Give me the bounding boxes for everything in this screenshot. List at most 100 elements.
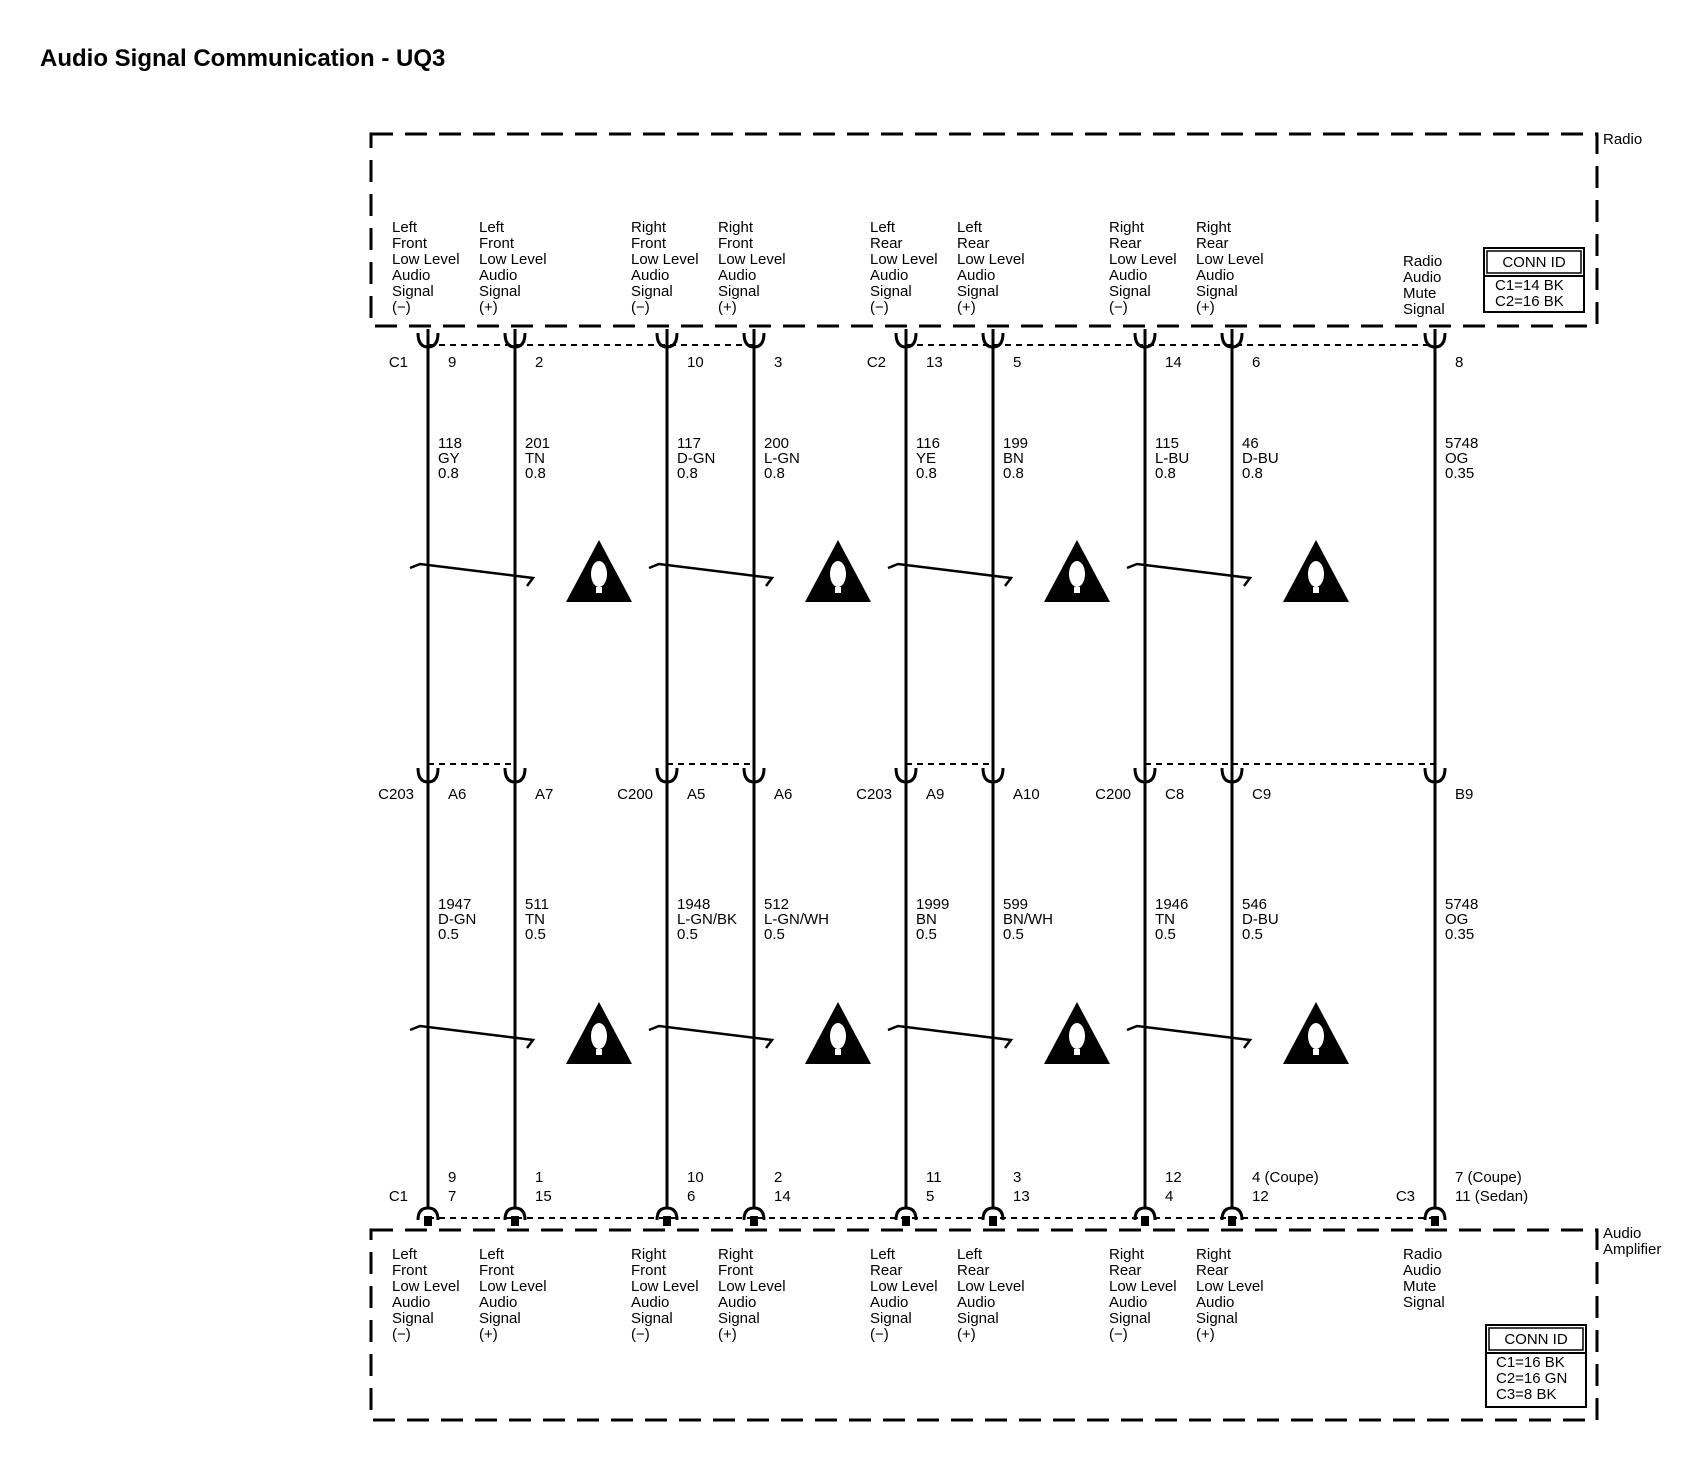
radio-label-0-5: (−) bbox=[392, 299, 411, 316]
radio-pin-4: 13 bbox=[926, 354, 943, 371]
amplifier-name-line-2: Amplifier bbox=[1603, 1241, 1661, 1258]
amplifier-conn-id-line-3: C3=8 BK bbox=[1496, 1386, 1556, 1403]
warning-icon-upper-2-base bbox=[1074, 587, 1080, 593]
wire2-text-2-2: 0.5 bbox=[677, 926, 698, 943]
amp-pin-b-2: 6 bbox=[687, 1188, 695, 1205]
wire1-text-6-1: L-BU bbox=[1155, 450, 1189, 467]
wire1-text-0-0: 118 bbox=[438, 435, 462, 452]
warning-icon-lower-2-base bbox=[1074, 1049, 1080, 1055]
twisted-pair-lower-3 bbox=[1126, 1024, 1253, 1049]
wire2-text-6-0: 1946 bbox=[1155, 896, 1188, 913]
wire2-text-5-2: 0.5 bbox=[1003, 926, 1024, 943]
amp-label-8-2: Mute bbox=[1403, 1278, 1436, 1295]
inline-pin-4: A9 bbox=[926, 786, 944, 803]
amplifier-conn-id-box: CONN ID C1=16 BK C2=16 GN C3=8 BK bbox=[1485, 1324, 1587, 1408]
radio-pin-6: 14 bbox=[1165, 354, 1182, 371]
radio-conn-id-header: CONN ID bbox=[1502, 254, 1566, 271]
amp-label-6-2: Low Level bbox=[1109, 1278, 1177, 1295]
wire2-text-4-2: 0.5 bbox=[916, 926, 937, 943]
amp-label-4-5: (−) bbox=[870, 1326, 889, 1343]
amp-label-4-0: Left bbox=[870, 1246, 896, 1263]
wire1-text-7-1: D-BU bbox=[1242, 450, 1279, 467]
radio-pin-0: 9 bbox=[448, 354, 456, 371]
amplifier-terminal-1-pin bbox=[511, 1216, 519, 1226]
amp-pin-a-7: 4 (Coupe) bbox=[1252, 1169, 1319, 1186]
twisted-pair-upper-3 bbox=[1126, 562, 1253, 587]
twisted-pair-upper-1 bbox=[648, 562, 775, 587]
radio-label-2-1: Front bbox=[631, 235, 667, 252]
wire2-text-0-0: 1947 bbox=[438, 896, 471, 913]
radio-label-7-4: Signal bbox=[1196, 283, 1238, 300]
radio-label-3-4: Signal bbox=[718, 283, 760, 300]
wire2-text-8-2: 0.35 bbox=[1445, 926, 1474, 943]
inline-pin-2: A5 bbox=[687, 786, 705, 803]
wire2-text-3-2: 0.5 bbox=[764, 926, 785, 943]
wire1-text-8-1: OG bbox=[1445, 450, 1468, 467]
amp-pin-b-3: 14 bbox=[774, 1188, 791, 1205]
radio-component-box bbox=[369, 132, 1599, 328]
inline-pin-8: B9 bbox=[1455, 786, 1473, 803]
radio-label-3-1: Front bbox=[718, 235, 754, 252]
inline-pin-3: A6 bbox=[774, 786, 792, 803]
wire2-text-4-1: BN bbox=[916, 911, 937, 928]
amplifier-terminal-0 bbox=[416, 1206, 440, 1221]
radio-pin-7: 6 bbox=[1252, 354, 1260, 371]
amp-pin-a-3: 2 bbox=[774, 1169, 782, 1186]
amp-label-7-5: (+) bbox=[1196, 1326, 1215, 1343]
amp-label-2-5: (−) bbox=[631, 1326, 650, 1343]
radio-label-7-2: Low Level bbox=[1196, 251, 1264, 268]
amp-label-0-4: Signal bbox=[392, 1310, 434, 1327]
radio-label-0-2: Low Level bbox=[392, 251, 460, 268]
radio-label-3-5: (+) bbox=[718, 299, 737, 316]
amplifier-terminal-5 bbox=[981, 1206, 1005, 1221]
amp-label-4-3: Audio bbox=[870, 1294, 908, 1311]
radio-label-6-2: Low Level bbox=[1109, 251, 1177, 268]
radio-conn-id-line-1: C1=14 BK bbox=[1495, 277, 1564, 294]
wire1-text-6-0: 115 bbox=[1155, 435, 1179, 452]
amp-label-4-2: Low Level bbox=[870, 1278, 938, 1295]
inline-pin-7: C9 bbox=[1252, 786, 1271, 803]
radio-name: Radio bbox=[1603, 131, 1642, 148]
amp-label-5-2: Low Level bbox=[957, 1278, 1025, 1295]
amp-label-2-2: Low Level bbox=[631, 1278, 699, 1295]
wire2-text-4-0: 1999 bbox=[916, 896, 949, 913]
wire1-text-8-0: 5748 bbox=[1445, 435, 1478, 452]
amp-pin-a-2: 10 bbox=[687, 1169, 704, 1186]
amp-label-8-3: Signal bbox=[1403, 1294, 1445, 1311]
amp-conn-8: C3 bbox=[1396, 1188, 1415, 1205]
twisted-pair-lower-0 bbox=[409, 1024, 536, 1049]
amplifier-terminal-0-pin bbox=[424, 1216, 432, 1226]
amplifier-terminal-6 bbox=[1133, 1206, 1157, 1221]
wire1-text-4-2: 0.8 bbox=[916, 465, 937, 482]
amp-label-3-4: Signal bbox=[718, 1310, 760, 1327]
warning-icon-lower-2-bulb bbox=[1069, 1023, 1085, 1049]
wire2-text-2-0: 1948 bbox=[677, 896, 710, 913]
wire2-text-1-0: 511 bbox=[525, 896, 549, 913]
radio-pin-2: 10 bbox=[687, 354, 704, 371]
wire1-text-4-1: YE bbox=[916, 450, 936, 467]
amp-label-0-0: Left bbox=[392, 1246, 418, 1263]
radio-label-2-2: Low Level bbox=[631, 251, 699, 268]
radio-label-4-5: (−) bbox=[870, 299, 889, 316]
amplifier-terminal-2 bbox=[655, 1206, 679, 1221]
radio-label-5-4: Signal bbox=[957, 283, 999, 300]
radio-pin-5: 5 bbox=[1013, 354, 1021, 371]
wire2-text-1-2: 0.5 bbox=[525, 926, 546, 943]
amp-label-4-4: Signal bbox=[870, 1310, 912, 1327]
radio-conn-id-line-2: C2=16 BK bbox=[1495, 293, 1564, 310]
amp-label-7-2: Low Level bbox=[1196, 1278, 1264, 1295]
amp-label-5-1: Rear bbox=[957, 1262, 990, 1279]
warning-icon-upper-3-base bbox=[1313, 587, 1319, 593]
amp-pin-b-4: 5 bbox=[926, 1188, 934, 1205]
radio-label-8-0: Radio bbox=[1403, 253, 1442, 270]
amp-pin-b-5: 13 bbox=[1013, 1188, 1030, 1205]
radio-label-6-0: Right bbox=[1109, 219, 1145, 236]
amplifier-conn-id-line-2: C2=16 GN bbox=[1496, 1370, 1567, 1387]
amp-label-0-1: Front bbox=[392, 1262, 428, 1279]
radio-label-6-3: Audio bbox=[1109, 267, 1147, 284]
wire1-text-2-2: 0.8 bbox=[677, 465, 698, 482]
page-title: Audio Signal Communication - UQ3 bbox=[40, 45, 445, 72]
wire2-text-7-0: 546 bbox=[1242, 896, 1267, 913]
amplifier-terminal-8 bbox=[1423, 1206, 1447, 1221]
